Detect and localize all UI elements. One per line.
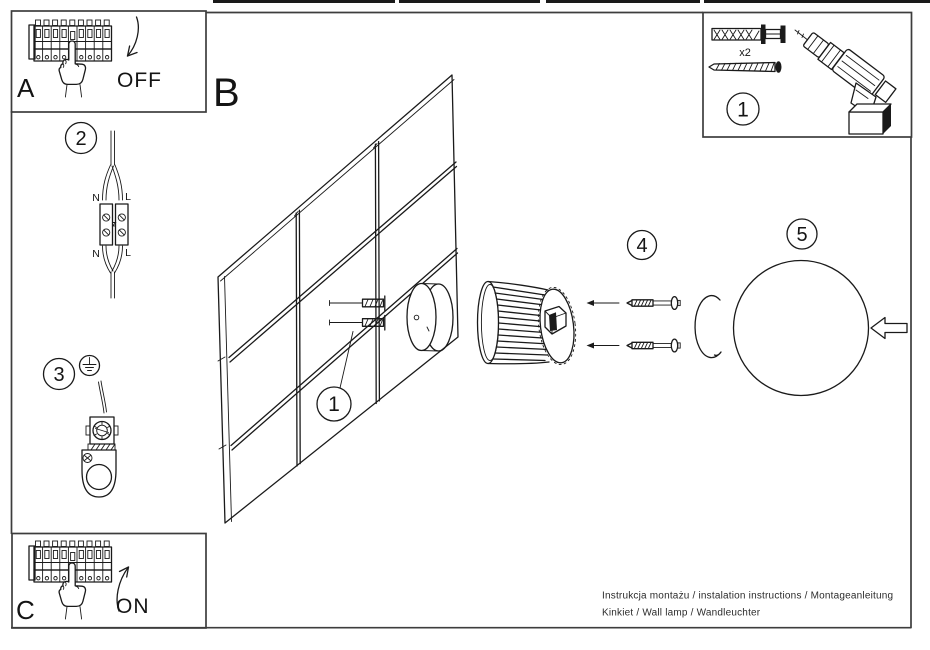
footer: Instrukcja montażu / instalation instruc… — [602, 591, 893, 619]
scan-edge-artifact — [399, 0, 540, 3]
step2-badge — [64, 121, 98, 155]
assembly-arrow-left-2 — [586, 342, 620, 349]
line-label-bottom: L — [125, 247, 131, 259]
off-arrow-icon — [126, 16, 139, 57]
mounting-bracket — [81, 449, 117, 498]
box-c-border — [11, 532, 207, 629]
footer-line1: Instrukcja montażu / instalation instruc… — [602, 591, 893, 602]
breaker-box-a: OFF A — [10, 10, 207, 113]
terminal-block-right — [114, 203, 129, 246]
neutral-label-bottom: N — [92, 248, 100, 260]
step4-number: 4 — [636, 235, 647, 257]
step5-number: 5 — [796, 224, 807, 246]
tiled-wall — [217, 74, 459, 524]
step3-ground: 3 — [42, 354, 119, 498]
step1-leader-line — [339, 331, 354, 389]
off-arrow-head — [126, 45, 138, 57]
step5-badge — [786, 218, 818, 250]
drill-icon — [794, 29, 897, 135]
scan-edge-artifact — [213, 0, 395, 3]
anchor-qty-label: x2 — [739, 47, 751, 59]
step1-number: 1 — [328, 393, 340, 416]
fixing-screw-1 — [626, 295, 681, 311]
box-c-label: C — [16, 595, 35, 625]
line-label-top: L — [125, 191, 131, 203]
scan-edge-artifact — [704, 0, 930, 3]
wall-mounting-plate — [406, 282, 454, 352]
step4-badge — [626, 229, 658, 261]
ground-terminal — [85, 416, 119, 451]
neutral-label-top: N — [92, 192, 100, 204]
scan-edge-artifact — [546, 0, 700, 3]
on-arrow-head — [118, 566, 130, 578]
terminal-screws — [102, 213, 126, 237]
on-arrow-icon — [116, 566, 130, 612]
wall-anchor-screws — [329, 295, 386, 331]
footer-line2: Kinkiet / Wall lamp / Wandleuchter — [602, 608, 761, 619]
section-b-label: B — [213, 71, 240, 115]
step4-screws: 4 — [586, 229, 681, 353]
lamp-flutes — [492, 286, 552, 362]
terminal-block-left — [99, 203, 114, 246]
tools-step-number: 1 — [737, 99, 749, 122]
step3-badge — [42, 357, 76, 391]
wires-split-top — [102, 164, 123, 201]
step1-badge — [316, 386, 352, 422]
ground-wire — [98, 380, 107, 414]
page-frame — [10, 0, 930, 629]
box-a-label: A — [17, 73, 35, 103]
step2-number: 2 — [75, 128, 86, 150]
wall-plug-icon — [711, 24, 786, 44]
step3-number: 3 — [53, 364, 64, 386]
page-border — [10, 11, 912, 629]
lamp-socket — [544, 305, 567, 335]
on-label: ON — [116, 595, 150, 618]
tools-box-border — [702, 11, 913, 138]
gasket-ring — [694, 295, 722, 359]
earth-symbol-icon — [78, 354, 101, 377]
assembly-arrow-left-1 — [586, 300, 620, 306]
box-a-border — [10, 10, 207, 113]
fixing-screw-2 — [626, 338, 681, 353]
step5-globe: 5 — [694, 218, 908, 397]
lamp-body — [476, 280, 577, 366]
tools-step-badge — [726, 92, 760, 126]
insert-arrow-icon — [870, 316, 908, 340]
step2-wiring: 2 N L N L — [64, 121, 131, 299]
tools-box: x2 1 — [702, 11, 913, 138]
wires-split-bottom — [102, 245, 123, 274]
main-wall-section: B 1 — [213, 71, 459, 524]
cable-bottom — [110, 271, 115, 299]
breaker-box-c: ON C — [11, 532, 207, 629]
off-label: OFF — [117, 69, 162, 92]
glass-globe — [732, 259, 870, 397]
screw-icon — [708, 61, 782, 73]
cable-top — [110, 130, 115, 166]
pointing-hand-icon — [58, 562, 87, 620]
